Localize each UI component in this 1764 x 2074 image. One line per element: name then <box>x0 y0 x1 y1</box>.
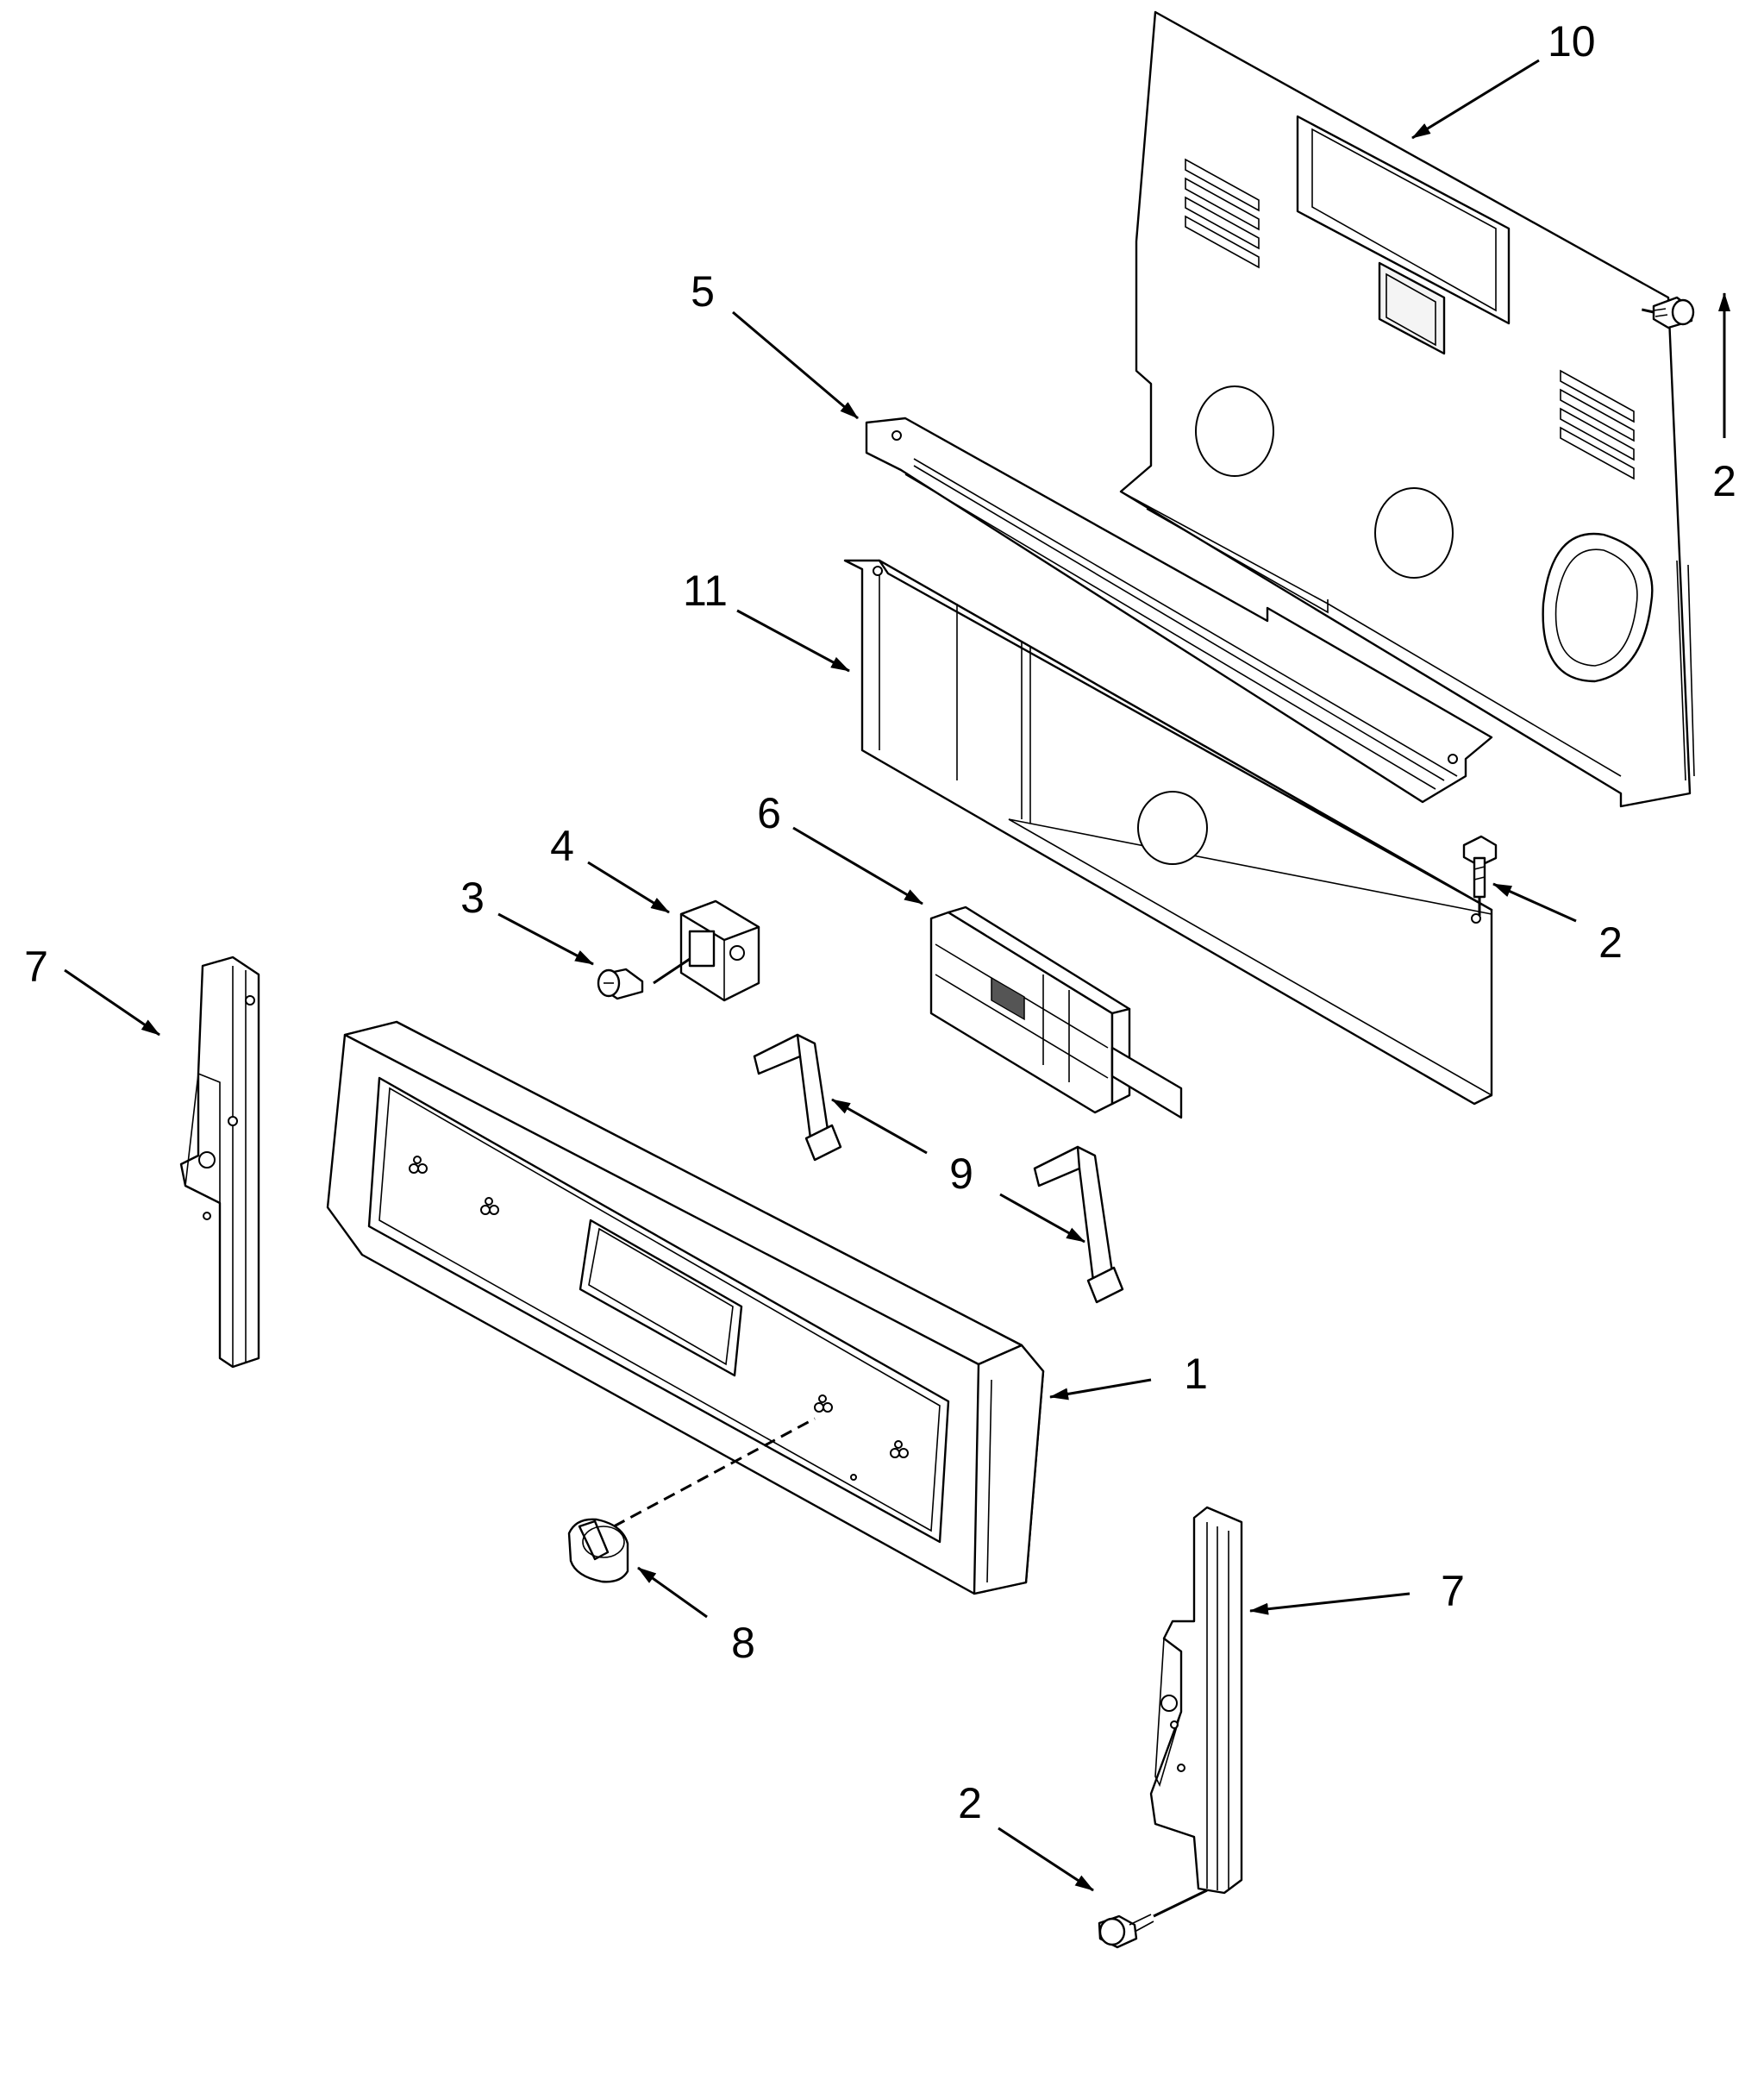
knob <box>567 1518 629 1583</box>
vents-left <box>1185 158 1260 269</box>
control-panel-support <box>843 559 1493 1106</box>
leader-5 <box>732 310 859 420</box>
vents-right <box>1560 369 1635 480</box>
leader-8 <box>637 1566 708 1619</box>
screw-end-cap-line <box>1153 1889 1208 1918</box>
leader-7-left <box>64 968 160 1037</box>
screw-back-panel <box>1652 296 1695 329</box>
leader-2-support <box>1492 882 1577 923</box>
screw-support <box>1462 835 1498 899</box>
callout-11: 11 <box>683 567 728 615</box>
screw-back-panel-line <box>1637 307 1655 314</box>
leader-lines <box>64 59 1730 1892</box>
leader-9-lower <box>999 1193 1085 1244</box>
callout-labels: 10 2 5 11 6 2 4 3 7 9 1 8 7 2 <box>24 17 1736 1827</box>
callout-10: 10 <box>1548 17 1596 66</box>
callout-5: 5 <box>691 267 715 316</box>
leader-4 <box>587 861 670 914</box>
callout-1: 1 <box>1184 1350 1208 1398</box>
switch-screw <box>597 968 644 1000</box>
callout-2-support: 2 <box>1598 918 1623 967</box>
control-board <box>929 905 1183 1119</box>
leader-2-end-cap <box>998 1826 1094 1892</box>
leader-1 <box>1049 1378 1152 1400</box>
callout-7-left: 7 <box>24 943 48 991</box>
bracket-upper <box>753 1033 842 1162</box>
bracket-lower <box>1033 1145 1124 1304</box>
leader-9-upper <box>831 1098 928 1155</box>
leader-11 <box>736 609 850 673</box>
top-trim <box>865 417 1493 804</box>
end-cap-left <box>179 956 260 1369</box>
end-cap-right <box>1149 1506 1243 1895</box>
callout-2-back-panel: 2 <box>1712 457 1736 505</box>
leader-10 <box>1411 59 1540 140</box>
callout-2-end-cap: 2 <box>958 1779 982 1827</box>
leader-6 <box>792 826 923 905</box>
knob-holes <box>409 1156 909 1481</box>
leader-3 <box>497 912 594 966</box>
leader-7-right <box>1249 1592 1411 1615</box>
knob-alignment-line <box>613 1417 816 1528</box>
control-panel <box>326 1020 1045 1595</box>
callout-6: 6 <box>757 789 781 837</box>
callout-3: 3 <box>460 874 485 922</box>
switch <box>653 899 760 1002</box>
screw-end-cap <box>1098 1914 1154 1949</box>
callout-9: 9 <box>949 1150 973 1198</box>
callout-8: 8 <box>731 1619 755 1667</box>
callout-4: 4 <box>550 822 574 870</box>
callout-7-right: 7 <box>1441 1567 1465 1615</box>
back-panel <box>1119 10 1695 808</box>
